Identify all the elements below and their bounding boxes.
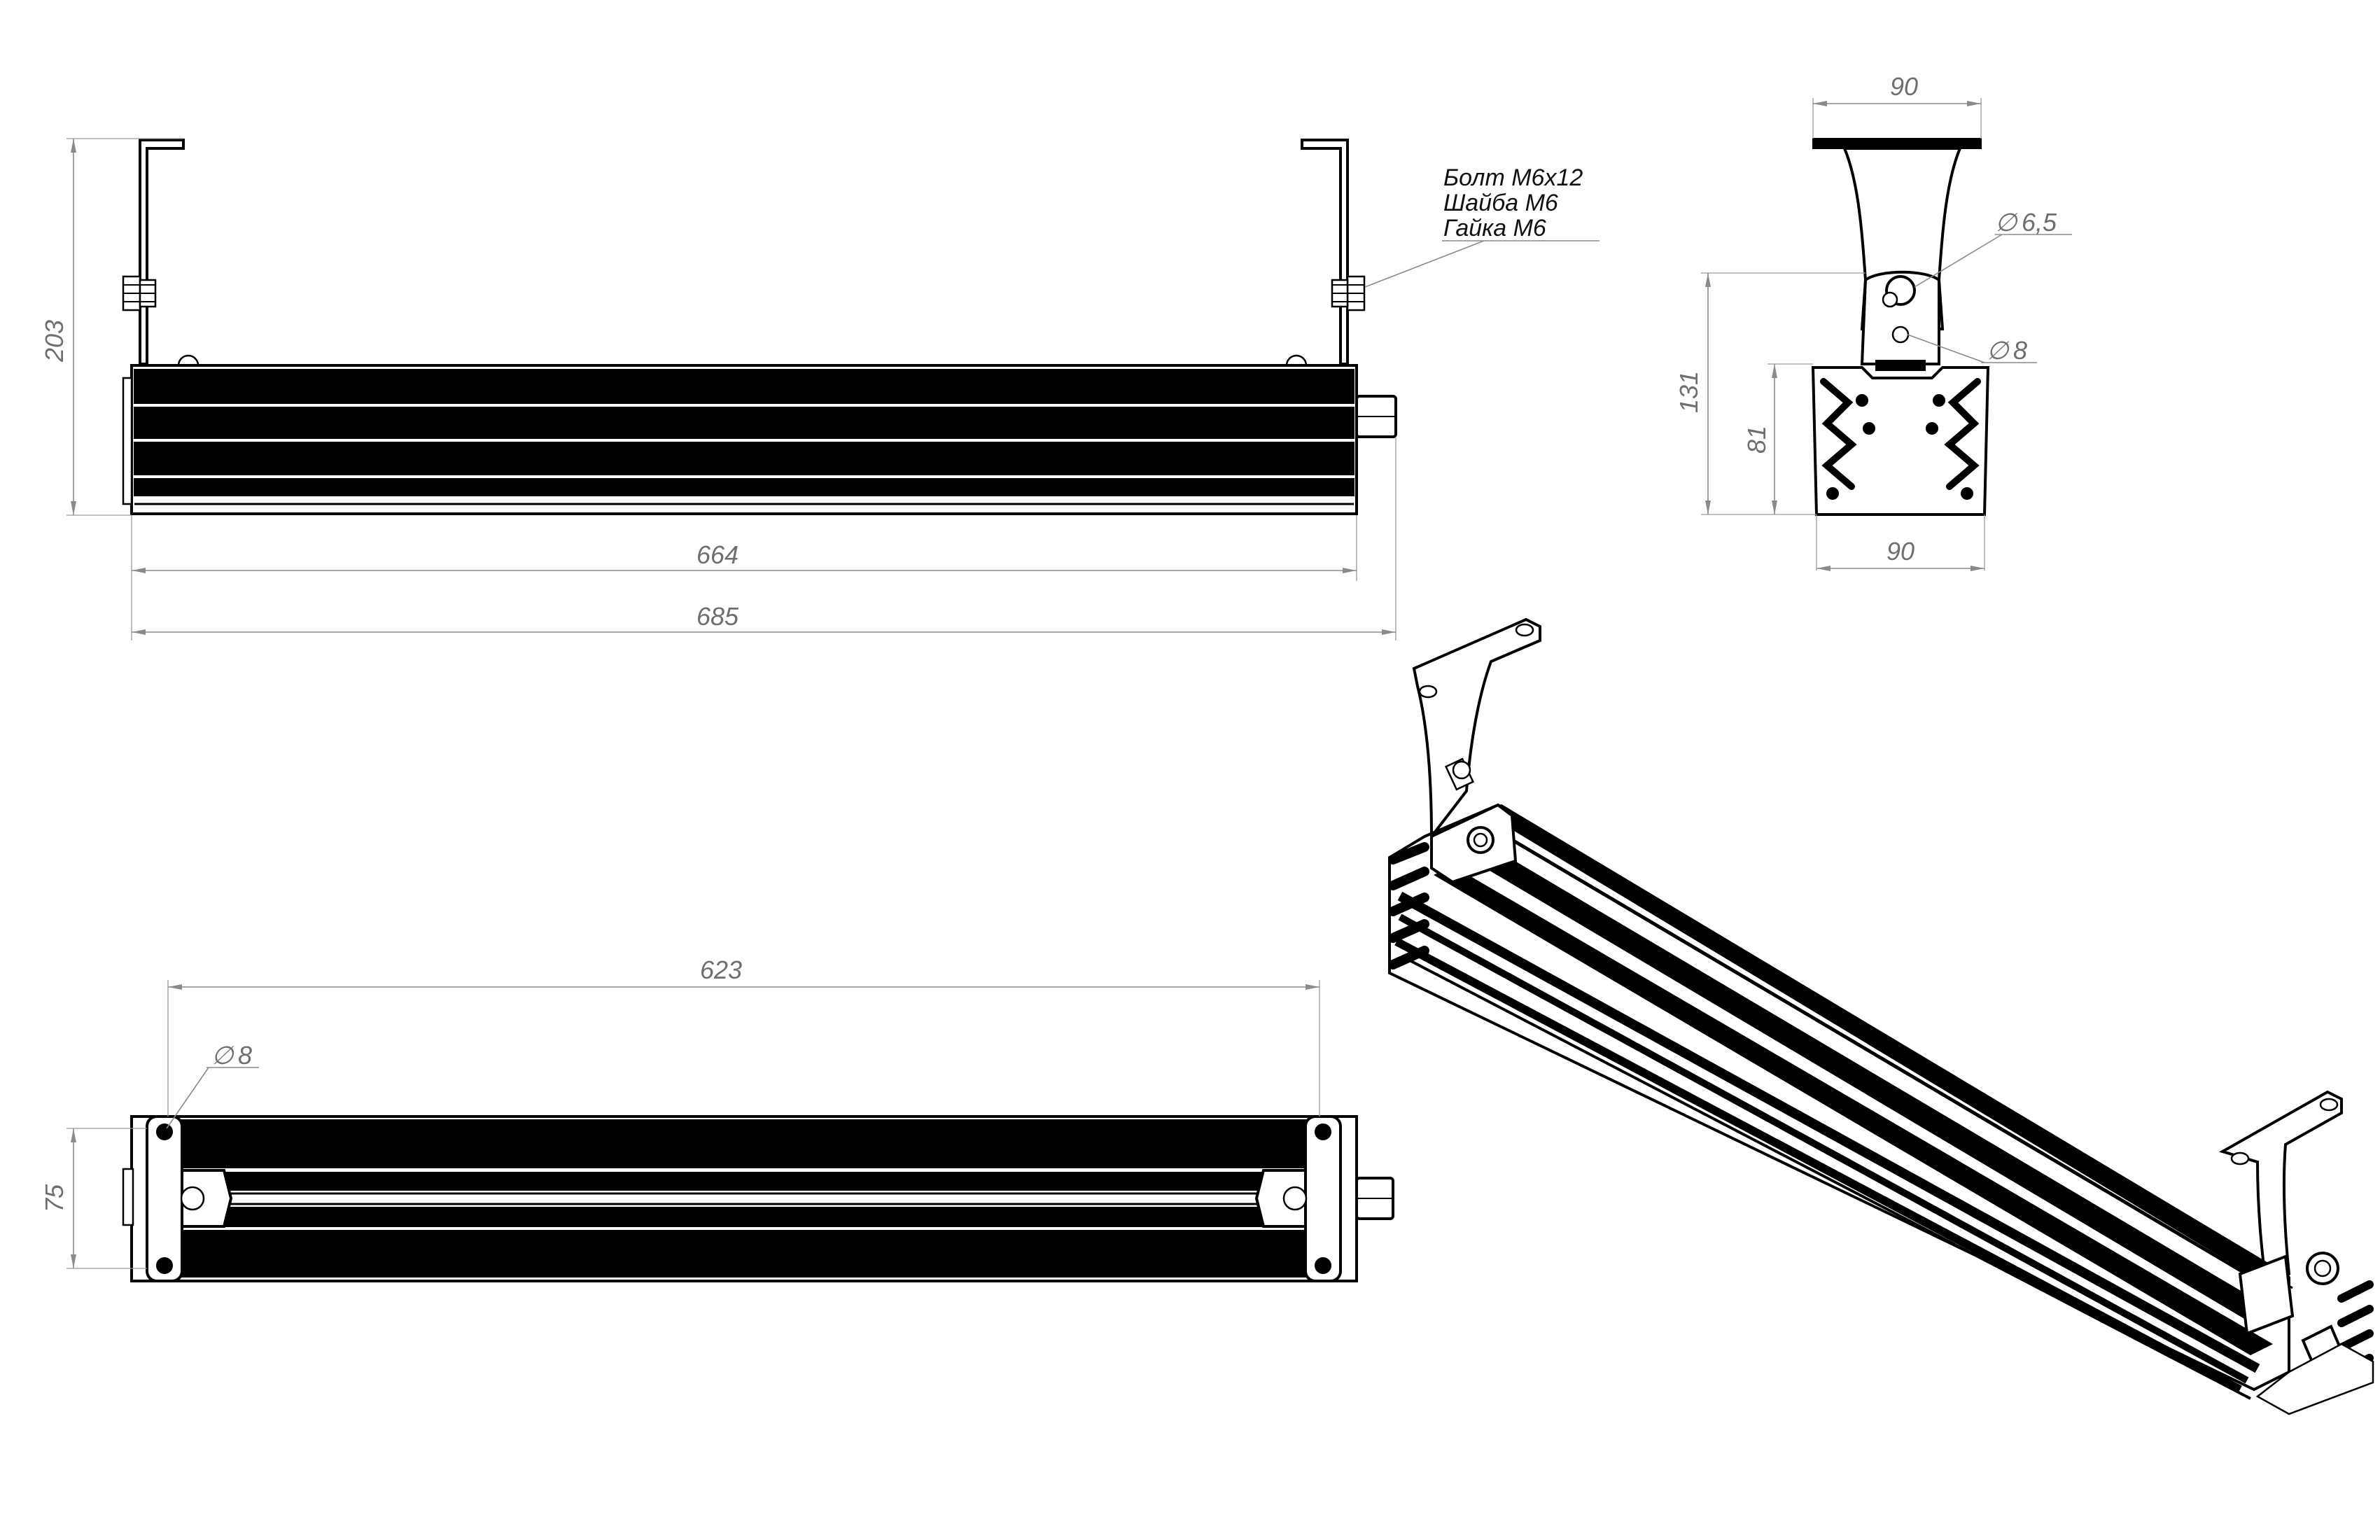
front-view: 203 664 685 Болт М6х12 Шайба М6 Гайка М6 [40,138,1600,640]
iso-left-bolt [1444,757,1475,791]
right-bolt-assembly [1331,275,1366,312]
dim-top-width-90: 90 [1890,72,1918,101]
left-end-plate [146,1115,183,1282]
callout-washer: Шайба М6 [1443,190,1558,216]
left-mount-bracket [139,139,185,365]
iso-right-bolt [2306,1252,2339,1285]
mount-plate [1812,138,1982,149]
diameter-symbol-large: ∅ [1995,208,2018,237]
left-bolt-assembly [122,275,157,312]
diameter-symbol-top: ∅ [211,1041,234,1070]
isometric-view [1388,617,2374,1415]
end-view: 90 90 131 81 ∅ 6,5 ∅ 8 [1674,72,2072,571]
dim-height-203: 203 [40,320,69,363]
luminaire-body-side [122,364,1358,515]
iso-right-bracket [2218,1090,2343,1298]
dim-bottom-width-90: 90 [1886,537,1914,566]
right-mount-bracket [1301,139,1349,365]
iso-body [1388,803,2293,1400]
iso-left-bracket [1412,617,1541,841]
dim-height-81: 81 [1742,426,1771,454]
callout-bolt: Болт М6х12 [1443,164,1583,191]
hole-8-label: 8 [2013,336,2027,365]
dim-width-75: 75 [40,1184,69,1212]
callout-nut: Гайка М6 [1443,215,1546,241]
luminaire-body-top [130,1115,1358,1282]
right-end-plate [1304,1115,1342,1282]
heatsink-profile [1811,360,1990,516]
dim-length-664: 664 [696,540,738,569]
dim-height-131: 131 [1674,371,1703,413]
hole-6-5-label: 6,5 [2022,208,2057,237]
dim-length-685: 685 [696,602,739,631]
right-clip [1285,354,1308,367]
left-clip [177,354,200,367]
diameter-symbol-small: ∅ [1987,336,2010,365]
iso-end-ribs [1388,842,1429,969]
hole-8-top-label: 8 [238,1041,252,1070]
dim-spacing-623: 623 [700,955,742,984]
top-view: 623 75 ∅ 8 [40,955,1394,1282]
